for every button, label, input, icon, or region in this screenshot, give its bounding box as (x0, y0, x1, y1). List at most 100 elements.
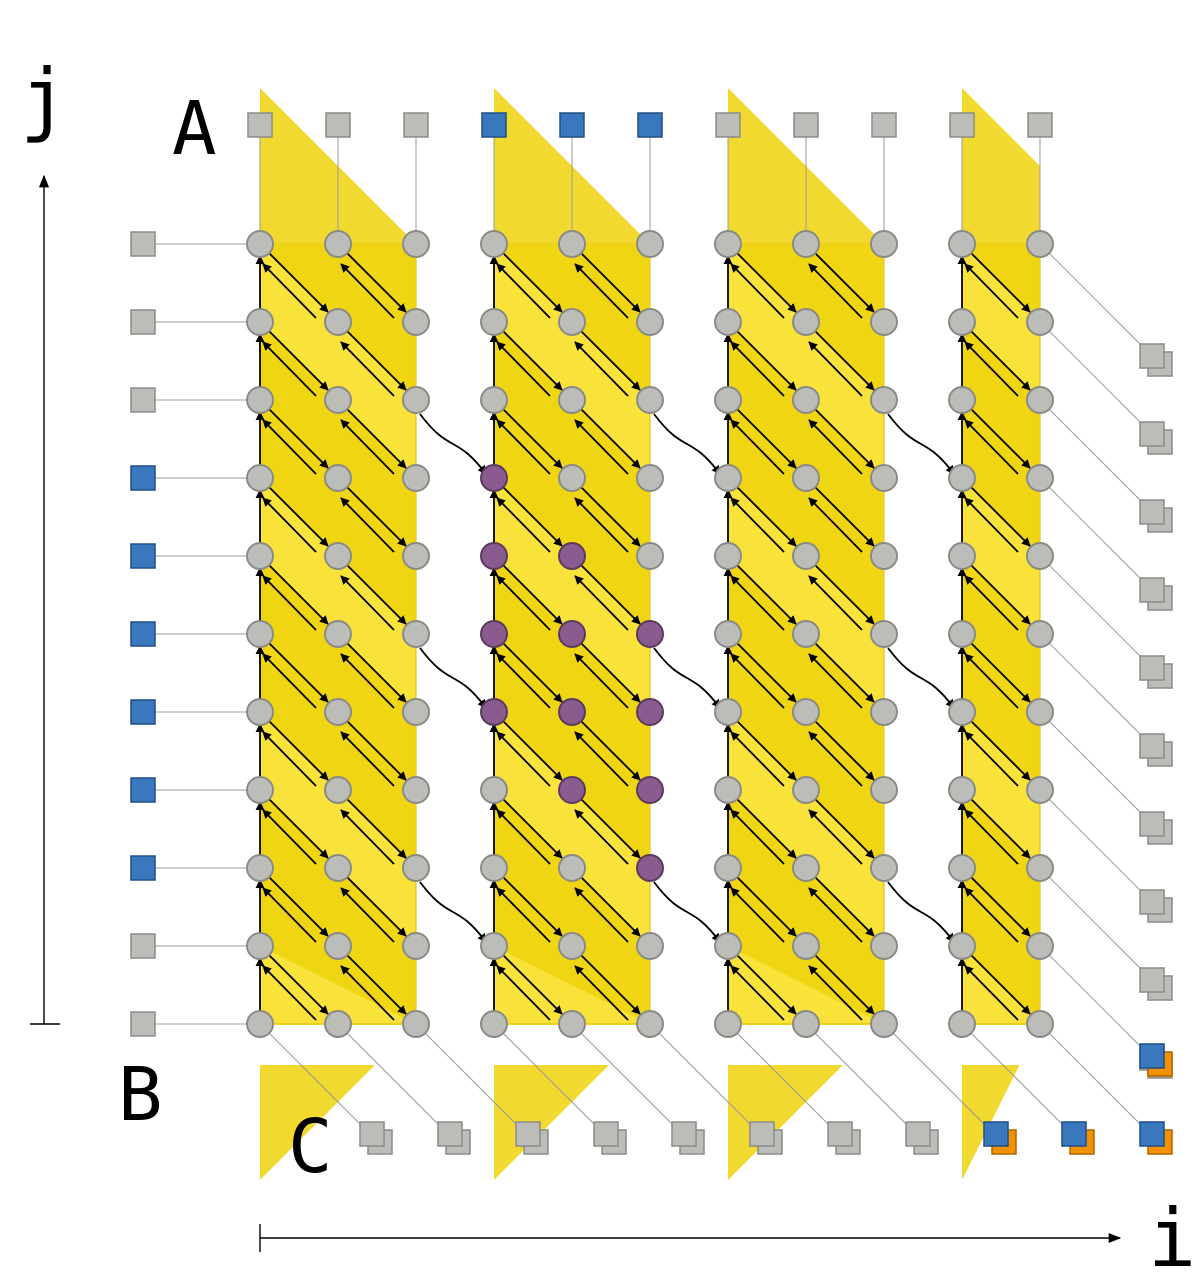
diagonal-arrow (340, 887, 395, 943)
diagonal-arrow (730, 887, 785, 943)
diagonal-arrow (496, 887, 551, 943)
node (558, 464, 586, 492)
active-node (558, 698, 586, 726)
matrix-c-element (1139, 1043, 1165, 1069)
node (870, 932, 898, 960)
node (870, 464, 898, 492)
matrix-c-elements (359, 343, 1173, 1155)
c-wire (961, 1023, 1075, 1137)
diagonal-arrow (579, 251, 641, 313)
diagonal-arrow (262, 653, 317, 709)
diagonal-arrow (496, 419, 551, 475)
node (792, 230, 820, 258)
diagonal-arrow (340, 653, 395, 709)
diagonal-arrow (579, 641, 641, 703)
node (246, 1010, 274, 1038)
node (480, 230, 508, 258)
diagonal-arrow (808, 419, 863, 475)
matrix-b-element (130, 231, 156, 257)
diagonal-arrow (340, 497, 395, 553)
node (402, 776, 430, 804)
diagonal-arrow (808, 263, 863, 319)
matrix-b-element (130, 777, 156, 803)
diagonal-arrow (735, 407, 797, 469)
matrix-c-element (1139, 343, 1165, 369)
diagonal-arrow (267, 329, 329, 391)
diagonal-arrow (574, 653, 629, 709)
diagonal-arrow (808, 731, 863, 787)
diagonal-arrow (345, 875, 407, 937)
diagonal-arrow (262, 341, 317, 397)
c-wire (259, 1023, 373, 1137)
c-wire (1039, 945, 1153, 1059)
node (714, 776, 742, 804)
node (714, 386, 742, 414)
diagonal-arrow (340, 419, 395, 475)
gap-arrow (419, 881, 487, 943)
diagonal-arrow (574, 419, 629, 475)
diagonal-arrow (340, 263, 395, 319)
diagonal-arrow (730, 653, 785, 709)
diagonal-arrow (735, 719, 797, 781)
matrix-b-element (130, 1011, 156, 1037)
node (246, 386, 274, 414)
diagonal-arrow (267, 485, 329, 547)
diagonal-arrow (496, 653, 551, 709)
c-wire (1039, 711, 1153, 825)
active-node (558, 542, 586, 570)
matrix-c-element (437, 1121, 463, 1147)
diagonal-arrow (496, 341, 551, 397)
diagonal-arrow (579, 329, 641, 391)
node (558, 230, 586, 258)
diagonal-arrow (969, 797, 1031, 859)
tile-band-shade (260, 790, 416, 1024)
diagonal-arrow (730, 263, 785, 319)
diagonal-arrow (813, 797, 875, 859)
c-wire (1039, 243, 1153, 357)
node (1026, 542, 1054, 570)
node (324, 1010, 352, 1038)
diagonal-arrow (964, 731, 1019, 787)
node (246, 776, 274, 804)
node (1026, 1010, 1054, 1038)
diagonal-arrow (496, 965, 551, 1021)
diagonal-arrow (969, 641, 1031, 703)
diagonal-arrow (579, 407, 641, 469)
diagonal-arrow (501, 329, 563, 391)
node (246, 230, 274, 258)
matrix-b-elements (130, 231, 156, 1037)
diagonal-arrow (964, 887, 1019, 943)
active-node (480, 620, 508, 648)
node (402, 854, 430, 882)
c-wire (883, 1023, 997, 1137)
diagonal-arrow (345, 797, 407, 859)
diagonal-arrow (808, 575, 863, 631)
diagonal-arrow (964, 341, 1019, 397)
diagonal-arrow (345, 719, 407, 781)
matrix-c-element (593, 1121, 619, 1147)
node (1026, 620, 1054, 648)
diagonal-arrow (813, 251, 875, 313)
c-wire (1039, 633, 1153, 747)
diagonal-arrow (735, 875, 797, 937)
node (792, 386, 820, 414)
diagonal-arrow (813, 407, 875, 469)
c-wire (1039, 1023, 1153, 1137)
matrix-c-element (515, 1121, 541, 1147)
diagonal-arrow (262, 965, 317, 1021)
node (324, 386, 352, 414)
matrix-b-element (130, 309, 156, 335)
node (714, 854, 742, 882)
diagonal-arrow (579, 485, 641, 547)
diagonal-arrow (501, 563, 563, 625)
node (246, 932, 274, 960)
diagonal-arrow (267, 563, 329, 625)
node (714, 698, 742, 726)
diagonal-arrow (496, 809, 551, 865)
active-node (558, 776, 586, 804)
band-clip-right (1041, 234, 1197, 1034)
node (558, 386, 586, 414)
diagonal-arrow (501, 407, 563, 469)
node (480, 308, 508, 336)
